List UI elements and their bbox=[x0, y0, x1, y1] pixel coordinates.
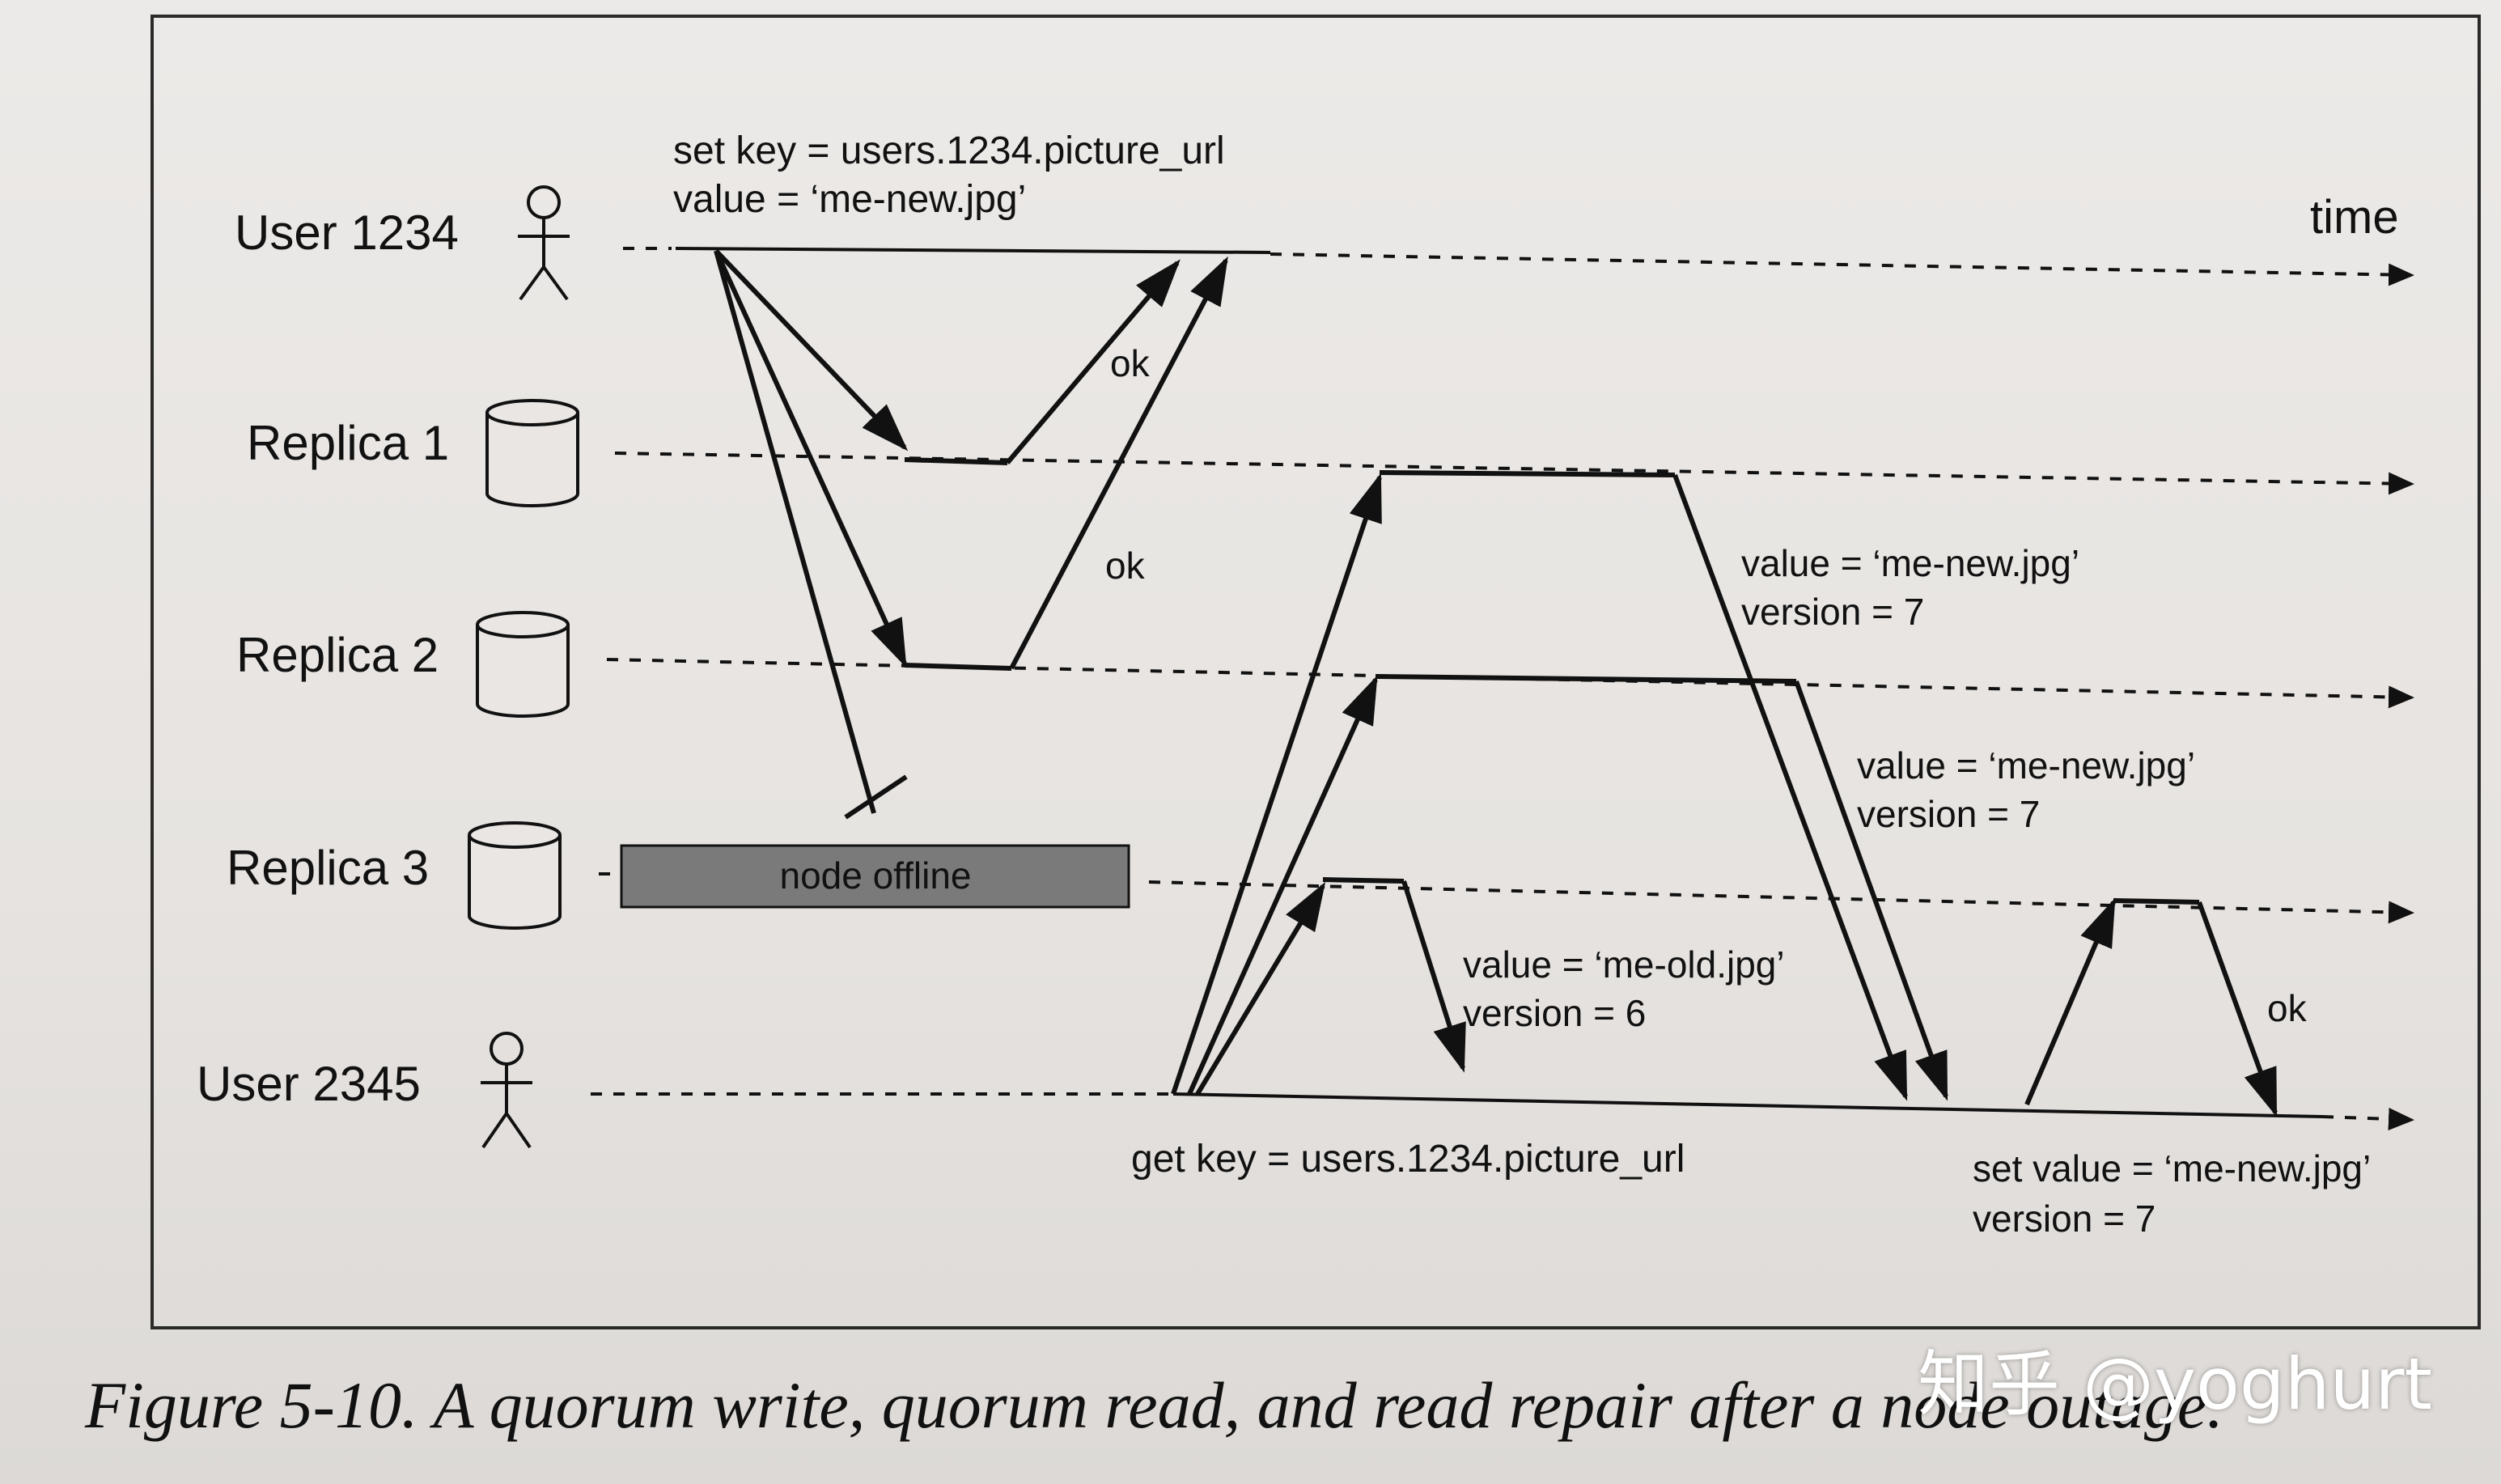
actor-replica1: Replica 1 bbox=[247, 416, 449, 470]
node-offline-label: node offline bbox=[779, 854, 971, 897]
stick-figure-icon bbox=[518, 185, 570, 301]
write-value-label: value = ‘me-new.jpg’ bbox=[673, 178, 1026, 221]
actor-user1234: User 1234 bbox=[235, 206, 459, 260]
replica1-write-hold bbox=[904, 457, 1008, 465]
response-version-replica2: version = 7 bbox=[1857, 793, 2040, 835]
replica1-read-hold bbox=[1379, 470, 1676, 477]
timeline-user1234-rest bbox=[1270, 252, 2414, 286]
response-value-replica1: value = ‘me-new.jpg’ bbox=[1741, 542, 2079, 584]
stick-figure-icon bbox=[481, 1032, 532, 1149]
write-arrow-replica2 bbox=[714, 249, 907, 668]
replica3-repair-hold bbox=[2113, 898, 2200, 905]
timeline-replica1 bbox=[614, 452, 2414, 495]
repair-arrow-replica3 bbox=[2024, 897, 2116, 1106]
replica2-write-hold bbox=[904, 663, 1012, 671]
ack-arrow-replica2 bbox=[1009, 256, 1228, 670]
timeline-user2345-solid bbox=[1172, 1092, 2323, 1118]
replica3-read-hold bbox=[1322, 877, 1405, 884]
read-request-label: get key = users.1234.picture_url bbox=[1131, 1138, 1685, 1181]
write-key-label: set key = users.1234.picture_url bbox=[673, 129, 1225, 172]
ack-label-repair: ok bbox=[2267, 987, 2308, 1029]
replica2-read-hold bbox=[1375, 674, 1797, 684]
database-cylinder-icon bbox=[468, 821, 562, 930]
write-arrows bbox=[714, 248, 1228, 820]
read-arrows bbox=[1171, 470, 2278, 1117]
response-arrow-replica1 bbox=[1672, 473, 1908, 1101]
watermark: 知乎 @yoghurt bbox=[1918, 1342, 2432, 1426]
response-version-replica1: version = 7 bbox=[1741, 591, 1924, 633]
repair-ack-arrow bbox=[2197, 901, 2278, 1117]
read-arrow-replica2 bbox=[1187, 675, 1378, 1096]
timelines bbox=[591, 247, 2414, 1130]
write-arrow-replica1 bbox=[714, 248, 909, 452]
response-arrow-replica3 bbox=[1401, 880, 1466, 1073]
figure-caption: Figure 5-10. A quorum write, quorum read… bbox=[85, 1368, 2223, 1442]
actor-replica3: Replica 3 bbox=[227, 841, 429, 895]
database-cylinder-icon bbox=[476, 611, 570, 718]
actor-user2345: User 2345 bbox=[197, 1057, 421, 1111]
ack-label-replica1: ok bbox=[1110, 342, 1151, 384]
figure-frame bbox=[150, 15, 2481, 1329]
database-cylinder-icon bbox=[485, 399, 579, 507]
write-arrow-replica3 bbox=[714, 250, 876, 814]
response-version-replica3: version = 6 bbox=[1463, 992, 1646, 1034]
response-value-replica3: value = ‘me-old.jpg’ bbox=[1463, 943, 1785, 986]
time-label: time bbox=[2310, 191, 2399, 244]
response-arrow-replica2 bbox=[1794, 680, 1948, 1101]
actor-replica2: Replica 2 bbox=[236, 628, 439, 682]
write-lost-mark bbox=[844, 774, 908, 820]
response-value-replica2: value = ‘me-new.jpg’ bbox=[1857, 744, 2195, 787]
ack-label-replica2: ok bbox=[1105, 545, 1146, 587]
timeline-replica3-rest bbox=[1148, 880, 2414, 924]
timeline-user2345-rest bbox=[2321, 1107, 2414, 1130]
repair-value-label: set value = ‘me-new.jpg’ bbox=[1973, 1147, 2371, 1189]
timeline-user1234-solid bbox=[675, 247, 1271, 254]
read-arrow-replica3 bbox=[1195, 881, 1326, 1096]
ack-arrow-replica1 bbox=[1005, 259, 1181, 464]
read-arrow-replica1 bbox=[1171, 473, 1382, 1095]
node-offline-box bbox=[620, 844, 1130, 909]
repair-version-label: version = 7 bbox=[1973, 1198, 2156, 1240]
